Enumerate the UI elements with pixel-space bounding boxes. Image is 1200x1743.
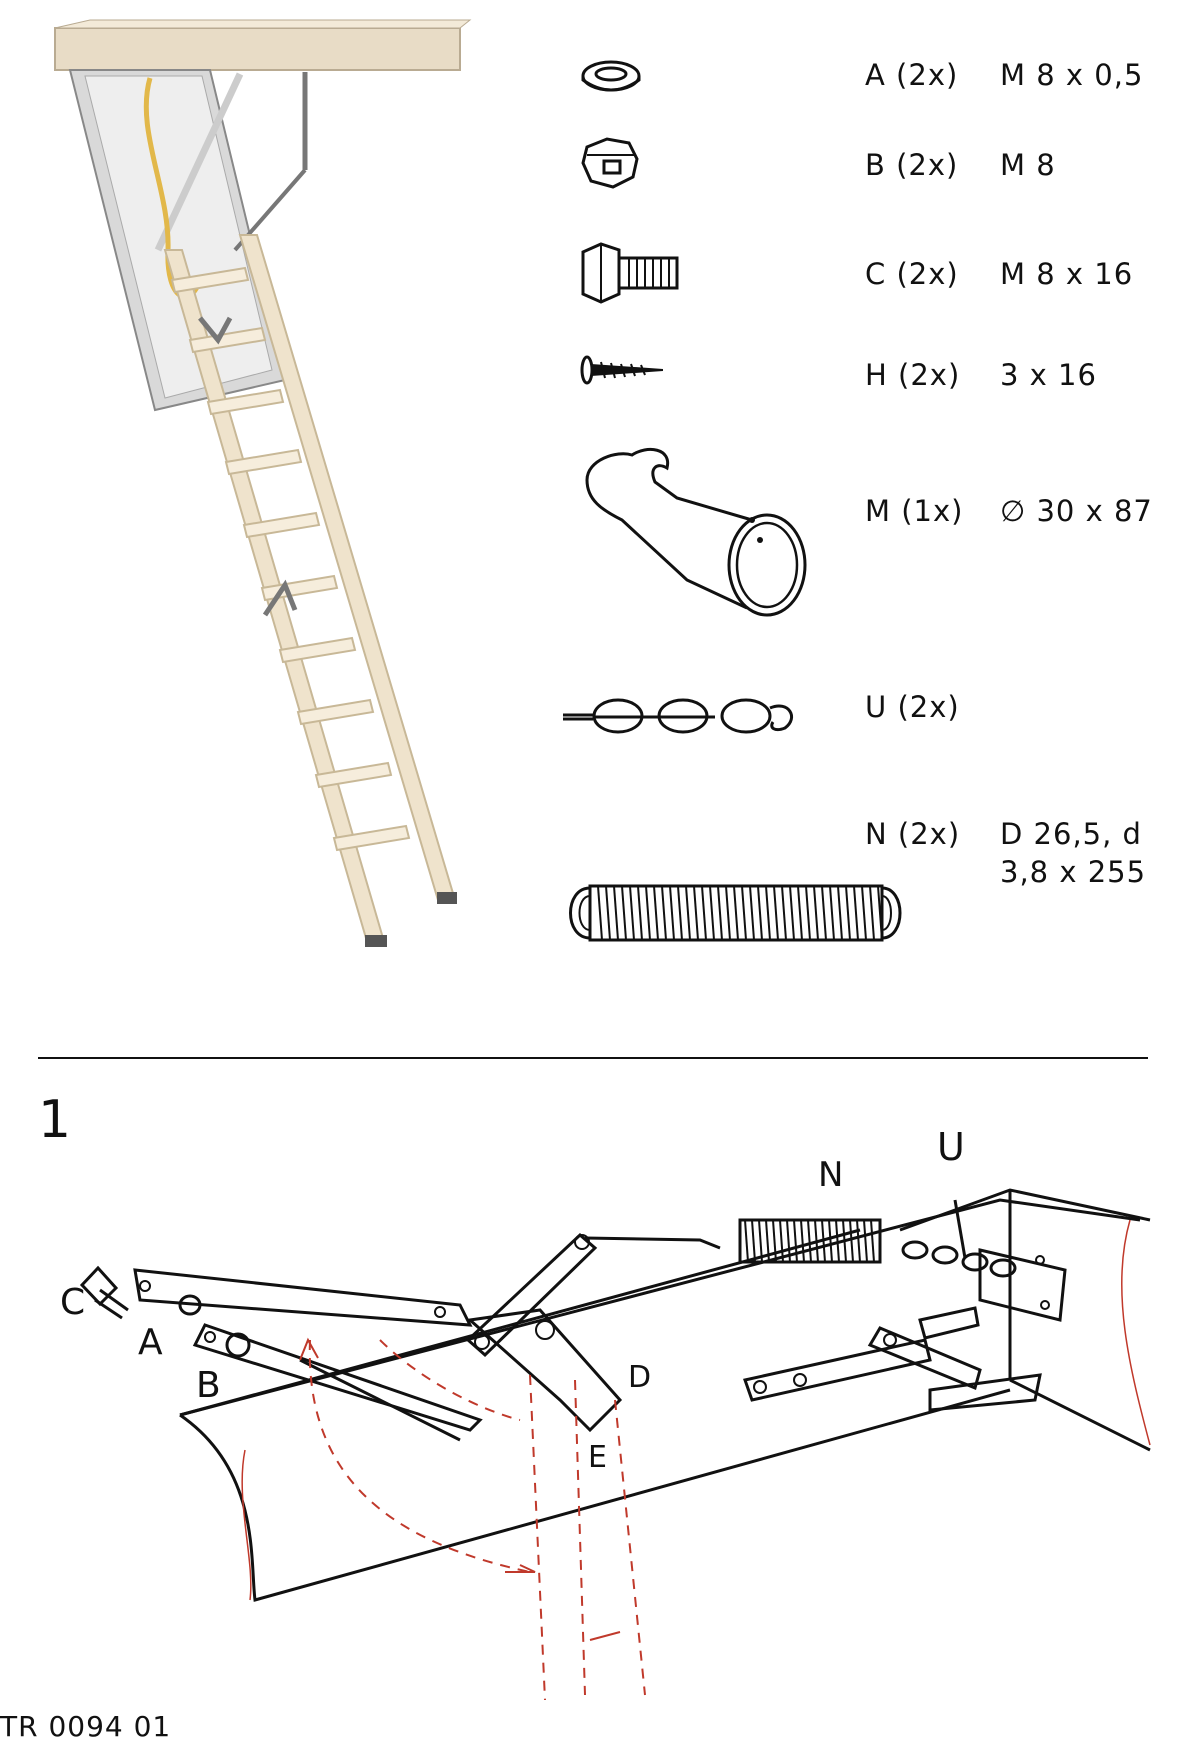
handle-hook-icon [585, 447, 807, 617]
assembly-diagram [79, 1188, 1151, 1701]
label-c: C [60, 1282, 86, 1323]
label-n: N [818, 1155, 844, 1195]
label-b: B [196, 1365, 221, 1406]
part-spec-n-line1: D 26,5, d [1000, 817, 1142, 851]
part-spec-a: M 8 x 0,5 [1000, 58, 1144, 92]
washer-icon [581, 60, 641, 92]
part-spec-m: ∅ 30 x 87 [1000, 494, 1153, 528]
part-spec-c: M 8 x 16 [1000, 257, 1134, 291]
part-spec-h: 3 x 16 [1000, 358, 1097, 392]
attic-ladder-illustration [54, 19, 472, 947]
part-code-u: U (2x) [865, 690, 960, 724]
label-a: A [138, 1322, 163, 1363]
label-d: D [628, 1360, 652, 1395]
screw-icon [580, 355, 663, 385]
chain-icon [563, 698, 793, 734]
section-divider [38, 1057, 1148, 1059]
hex-nut-icon [581, 137, 639, 189]
hex-bolt-icon [581, 242, 679, 304]
step-number: 1 [38, 1090, 72, 1150]
label-e: E [588, 1440, 607, 1475]
part-spec-n-line2: 3,8 x 255 [1000, 855, 1147, 889]
document-code: TR 0094 01 [0, 1710, 172, 1743]
part-code-n: N (2x) [865, 817, 961, 851]
label-u: U [937, 1125, 965, 1169]
part-code-h: H (2x) [865, 358, 961, 392]
part-code-c: C (2x) [865, 257, 959, 291]
part-code-a: A (2x) [865, 58, 959, 92]
spring-icon [569, 884, 902, 942]
part-spec-b: M 8 [1000, 148, 1056, 182]
part-code-m: M (1x) [865, 494, 964, 528]
part-code-b: B (2x) [865, 148, 959, 182]
